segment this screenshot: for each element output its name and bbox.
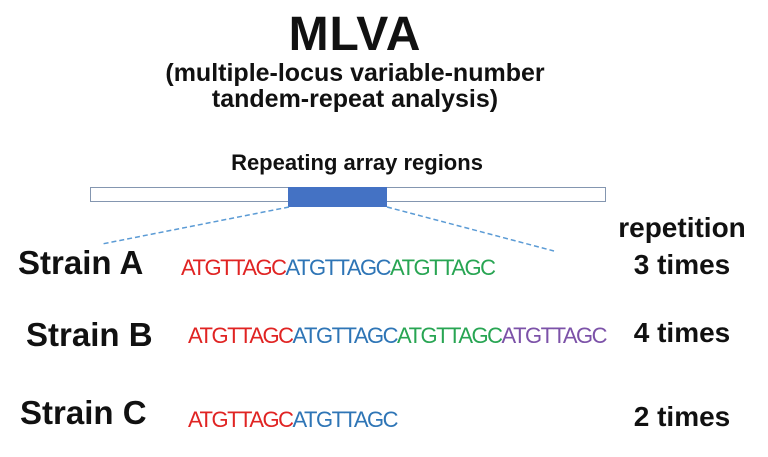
strain-c-label: Strain C	[20, 394, 147, 431]
repeat-region	[288, 187, 387, 207]
repeat-unit: ATGTTAGC	[188, 323, 294, 348]
header: MLVA (multiple-locus variable-number tan…	[0, 8, 710, 113]
repeat-unit: ATGTTAGC	[397, 323, 503, 348]
subtitle-line-1: (multiple-locus variable-number	[165, 59, 545, 87]
subtitle-line-2: tandem-repeat analysis)	[211, 85, 499, 113]
strain-a-sequence: ATGTTAGCATGTTAGCATGTTAGC	[181, 255, 496, 280]
repeat-unit: ATGTTAGC	[292, 407, 399, 432]
repeat-unit: ATGTTAGC	[188, 407, 294, 432]
repeat-unit: ATGTTAGC	[390, 255, 496, 280]
strain-a-times: 3 times	[633, 249, 731, 280]
page-title: MLVA	[288, 8, 422, 61]
repeat-unit: ATGTTAGC	[501, 323, 608, 348]
strain-b-times: 4 times	[633, 317, 731, 348]
strain-b-sequence: ATGTTAGCATGTTAGCATGTTAGCATGTTAGC	[188, 323, 608, 348]
repeat-unit: ATGTTAGC	[292, 323, 399, 348]
callout-line	[101, 206, 290, 245]
strain-b-label: Strain B	[26, 316, 153, 353]
strain-c-sequence: ATGTTAGCATGTTAGC	[188, 407, 399, 432]
repetition-header: repetition	[618, 212, 746, 243]
strain-c-times: 2 times	[633, 401, 731, 432]
repeating-array-regions-label: Repeating array regions	[231, 150, 483, 175]
strain-a-label: Strain A	[18, 244, 144, 281]
repeat-unit: ATGTTAGC	[285, 255, 392, 280]
callout-line	[386, 206, 555, 252]
repeat-unit: ATGTTAGC	[181, 255, 287, 280]
